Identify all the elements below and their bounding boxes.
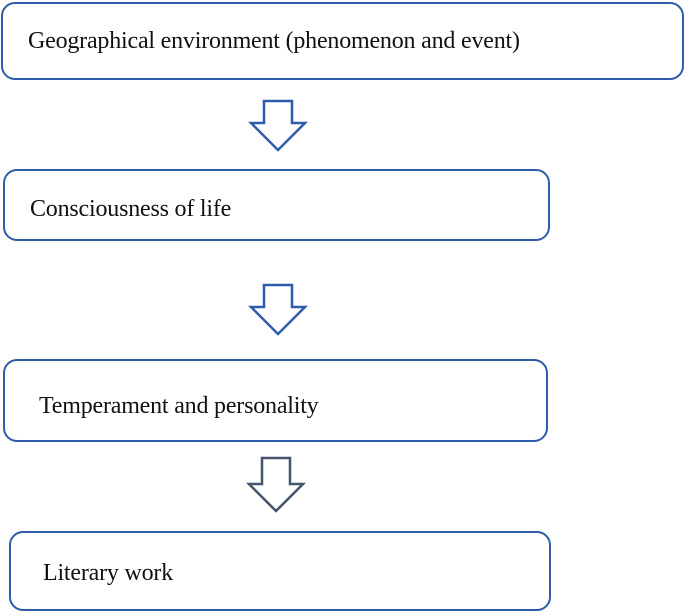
flow-node-literary-work: Literary work xyxy=(9,531,551,611)
flow-node-temperament-and-personality: Temperament and personality xyxy=(3,359,548,442)
node-label: Consciousness of life xyxy=(30,196,232,222)
down-arrow-icon xyxy=(247,283,309,336)
down-arrow-icon xyxy=(245,456,307,513)
flow-node-consciousness-of-life: Consciousness of life xyxy=(3,169,550,241)
node-label: Temperament and personality xyxy=(39,393,319,419)
node-label: Geographical environment (phenomenon and… xyxy=(28,28,520,54)
node-label: Literary work xyxy=(43,560,174,586)
down-arrow-icon xyxy=(247,99,309,152)
flow-node-geographical-environment: Geographical environment (phenomenon and… xyxy=(1,2,684,80)
